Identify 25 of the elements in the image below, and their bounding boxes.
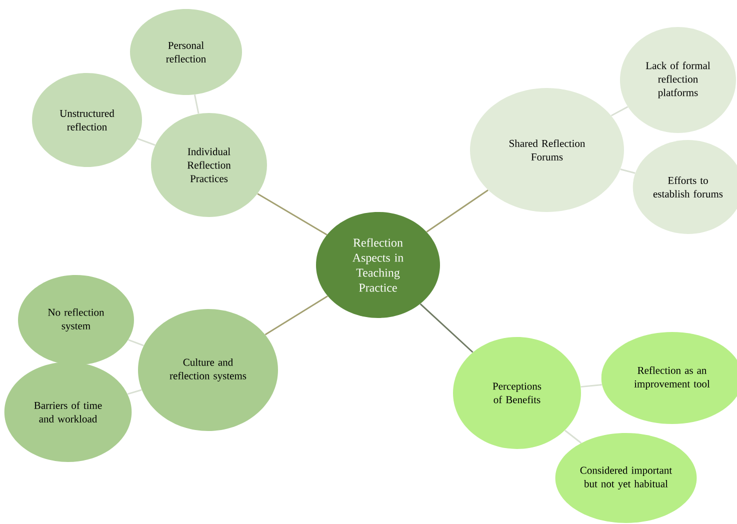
connector-line xyxy=(580,384,602,388)
connector-line xyxy=(610,106,628,116)
connector-line xyxy=(137,138,156,146)
topic-bubble: Reflection as an improvement tool xyxy=(601,332,737,424)
connector-line xyxy=(128,339,144,346)
connector-line xyxy=(426,190,488,232)
central-topic-bubble: Reflection Aspects in Teaching Practice xyxy=(316,212,440,318)
topic-bubble: Barriers of time and workload xyxy=(4,362,132,462)
topic-bubble: Lack of formal reflection platforms xyxy=(620,27,736,133)
topic-bubble: Perceptions of Benefits xyxy=(453,336,581,449)
topic-bubble: Culture and reflection systems xyxy=(138,308,278,431)
topic-bubble: No reflection system xyxy=(18,275,134,365)
connector-line xyxy=(264,296,328,336)
topic-bubble: Shared Reflection Forums xyxy=(470,88,624,212)
topic-bubble: Considered important but not yet habitual xyxy=(555,432,697,523)
connector-line xyxy=(620,168,636,174)
connector-line xyxy=(564,430,582,444)
connector-line xyxy=(194,94,200,114)
topic-bubble: Unstructured reflection xyxy=(32,73,142,167)
topic-bubble: Personal reflection xyxy=(130,9,242,95)
topic-bubble: Individual Reflection Practices xyxy=(151,113,267,217)
topic-bubble: Efforts to establish forums xyxy=(632,140,737,234)
connector-line xyxy=(127,389,142,395)
connector-line xyxy=(420,303,474,353)
connector-line xyxy=(257,193,328,236)
